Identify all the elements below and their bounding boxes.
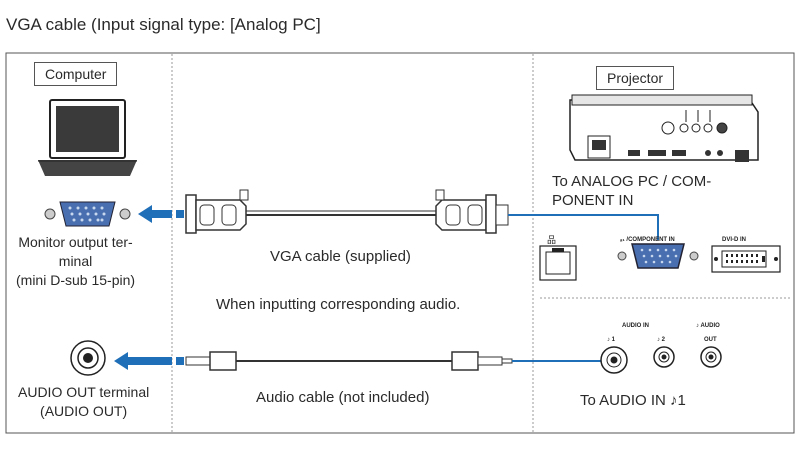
audio-in-label: AUDIO IN <box>622 323 649 329</box>
audio-out-line-1: AUDIO OUT terminal <box>18 384 150 400</box>
laptop-icon <box>38 99 137 176</box>
monitor-output-text: Monitor output ter- minal (mini D-sub 15… <box>16 233 135 290</box>
projector-icon <box>569 94 759 162</box>
diagram-title: VGA cable (Input signal type: [Analog PC… <box>6 15 321 34</box>
audio-out-projector-jack-icon <box>700 346 722 368</box>
vga-arrow-icon <box>138 205 184 223</box>
monitor-output-port-icon <box>44 201 131 227</box>
computer-in-port-icon <box>617 243 699 269</box>
svg-text:品: 品 <box>547 235 556 246</box>
projector-label: Projector <box>596 66 675 90</box>
analog-in-line-1: To ANALOG PC / COM- <box>552 173 712 190</box>
audio-note: When inputting corresponding audio. <box>216 296 461 313</box>
analog-in-text: To ANALOG PC / COM- PONENT IN <box>552 172 711 210</box>
audio-out-line-2: (AUDIO OUT) <box>40 403 128 419</box>
audio-in-2-label: ♪ 2 <box>657 337 666 343</box>
lan-port-icon: 品 <box>539 235 577 281</box>
vga-link-line <box>508 214 659 240</box>
audio-cable-label: Audio cable (not included) <box>256 389 430 406</box>
audio-out-text: AUDIO OUT terminal (AUDIO OUT) <box>18 383 149 421</box>
vga-cable-icon <box>185 189 509 234</box>
to-audio-in-text: To AUDIO IN ♪1 <box>580 392 686 409</box>
computer-label: Computer <box>34 62 118 86</box>
analog-in-line-2: PONENT IN <box>552 192 634 209</box>
monitor-output-line-1: Monitor output ter- <box>18 234 133 250</box>
audio-cable-icon <box>185 351 513 371</box>
outer-frame <box>5 52 795 434</box>
panel-computer-label: ₐ₁ /COMPONENT IN <box>620 237 675 243</box>
monitor-output-line-3: (mini D-sub 15-pin) <box>16 272 136 288</box>
audio-out-sub-label: OUT <box>704 337 717 343</box>
monitor-output-line-2: minal <box>58 253 93 269</box>
audio-in-1-label: ♪ 1 <box>607 337 616 343</box>
dvi-port-icon <box>711 245 781 273</box>
audio-out-label: ♪ AUDIO <box>696 323 720 329</box>
panel-dvi-label: DVI-D IN <box>722 237 746 243</box>
audio-arrow-icon <box>114 352 184 370</box>
vga-cable-label: VGA cable (supplied) <box>270 248 411 265</box>
audio-out-jack-icon <box>70 340 106 376</box>
audio-in-1-jack-icon <box>600 346 628 374</box>
audio-in-2-jack-icon <box>653 346 675 368</box>
